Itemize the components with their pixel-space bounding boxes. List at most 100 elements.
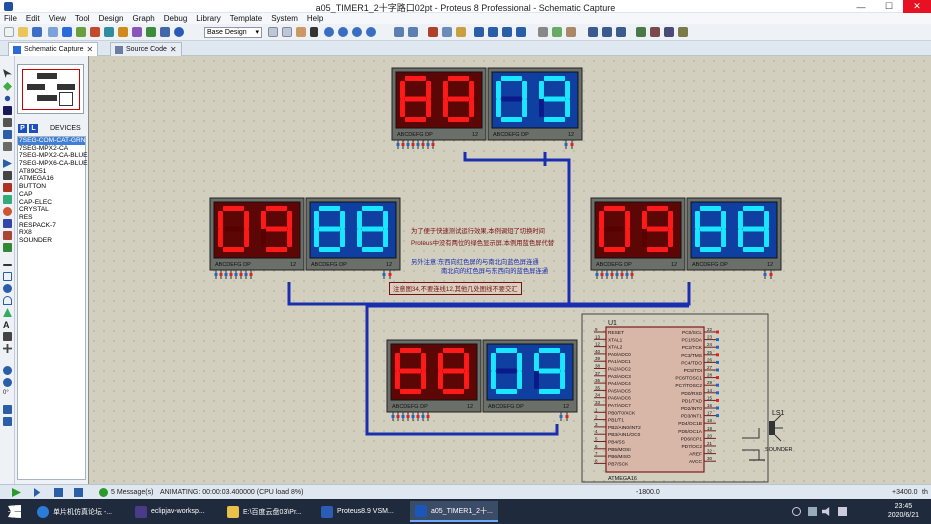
save-icon[interactable] xyxy=(32,27,42,37)
start-icon[interactable] xyxy=(8,505,21,518)
list-item[interactable]: BUTTON xyxy=(19,183,46,191)
virtual-instruments-icon[interactable] xyxy=(3,243,12,252)
network-icon[interactable] xyxy=(808,507,817,516)
list-item[interactable]: CRYSTAL xyxy=(19,206,49,214)
selection-mode-icon[interactable] xyxy=(3,69,12,78)
undo-icon[interactable] xyxy=(394,27,404,37)
taskbar-clock[interactable]: 23:45 2020/6/21 xyxy=(888,502,919,520)
paste-icon[interactable] xyxy=(456,27,466,37)
close-icon[interactable]: ✕ xyxy=(86,45,94,54)
menu-edit[interactable]: Edit xyxy=(25,14,40,23)
device-list[interactable]: 7SEG-COM-CAT-GRN 7SEG-MPX2-CA 7SEG-MPX2-… xyxy=(17,136,88,480)
pcb-icon[interactable] xyxy=(90,27,100,37)
redo-icon[interactable] xyxy=(408,27,418,37)
library-manager-button[interactable]: L xyxy=(29,124,38,133)
property-tool-icon[interactable] xyxy=(616,27,626,37)
2d-arc-icon[interactable] xyxy=(3,296,12,305)
close-project-icon[interactable] xyxy=(48,27,58,37)
tab-schematic-capture[interactable]: Schematic Capture ✕ xyxy=(8,42,99,56)
close-icon[interactable]: ✕ xyxy=(169,45,177,54)
volume-icon[interactable] xyxy=(822,507,830,516)
menu-design[interactable]: Design xyxy=(98,14,124,23)
overview-window[interactable] xyxy=(17,64,84,114)
list-item[interactable]: RESPACK-7 xyxy=(19,221,56,229)
list-item[interactable]: CAP xyxy=(19,190,33,198)
list-item[interactable]: ATMEGA16 xyxy=(19,175,54,183)
netlist-icon[interactable] xyxy=(678,27,688,37)
2d-path-icon[interactable] xyxy=(3,308,12,317)
tray-icon[interactable] xyxy=(792,507,801,516)
step-icon[interactable] xyxy=(34,488,41,497)
taskbar-item[interactable]: Proteus8.9 VSM... xyxy=(316,501,399,522)
pan-icon[interactable] xyxy=(310,27,318,37)
menu-template[interactable]: Template xyxy=(229,14,263,23)
list-item[interactable]: 7SEG-COM-CAT-GRN xyxy=(18,137,86,145)
taskbar-item[interactable]: a05_TIMER1_2十... xyxy=(410,501,498,522)
list-item[interactable]: RES xyxy=(19,213,33,221)
list-item[interactable]: 7SEG-MPX2-CA-BLUE xyxy=(19,152,88,160)
subcircuit-icon[interactable] xyxy=(3,142,12,151)
2d-circle-icon[interactable] xyxy=(3,284,12,293)
zoom-area-icon[interactable] xyxy=(366,27,376,37)
overview-viewport[interactable] xyxy=(22,69,80,110)
rotate-anticlockwise-icon[interactable] xyxy=(3,378,12,387)
gerber-icon[interactable] xyxy=(118,27,128,37)
help-icon[interactable] xyxy=(174,27,184,37)
message-status-icon[interactable] xyxy=(99,488,108,497)
voltage-probe-icon[interactable] xyxy=(3,219,12,228)
menu-tool[interactable]: Tool xyxy=(74,14,90,23)
tape-recorder-icon[interactable] xyxy=(3,195,12,204)
play-icon[interactable] xyxy=(12,488,21,497)
menu-debug[interactable]: Debug xyxy=(163,14,188,23)
remove-sheet-icon[interactable] xyxy=(650,27,660,37)
pause-icon[interactable] xyxy=(54,488,63,497)
device-pins-icon[interactable] xyxy=(3,171,12,180)
component-mode-icon[interactable] xyxy=(3,82,12,91)
new-file-icon[interactable] xyxy=(4,27,14,37)
2d-symbol-icon[interactable] xyxy=(3,332,12,341)
stop-icon[interactable] xyxy=(74,488,83,497)
grid-icon[interactable] xyxy=(282,27,292,37)
mirror-horizontal-icon[interactable] xyxy=(3,405,12,414)
design-explorer-icon[interactable] xyxy=(132,27,142,37)
zoom-out-icon[interactable] xyxy=(338,27,348,37)
cut-icon[interactable] xyxy=(428,27,438,37)
ime-icon[interactable] xyxy=(838,507,847,516)
menu-view[interactable]: View xyxy=(48,14,66,23)
list-item[interactable]: SOUNDER xyxy=(19,236,52,244)
terminals-icon[interactable] xyxy=(3,159,12,168)
block-rotate-icon[interactable] xyxy=(502,27,512,37)
list-item[interactable]: AT89C51 xyxy=(19,167,47,175)
block-move-icon[interactable] xyxy=(488,27,498,37)
schematic-icon[interactable] xyxy=(76,27,86,37)
refresh-icon[interactable] xyxy=(268,27,278,37)
current-probe-icon[interactable] xyxy=(3,231,12,240)
2d-text-icon[interactable]: A xyxy=(3,320,10,330)
origin-icon[interactable] xyxy=(296,27,306,37)
mirror-vertical-icon[interactable] xyxy=(3,417,12,426)
menu-help[interactable]: Help xyxy=(306,14,324,23)
source-code-icon[interactable] xyxy=(160,27,170,37)
menu-library[interactable]: Library xyxy=(196,14,221,23)
menu-system[interactable]: System xyxy=(271,14,298,23)
graph-icon[interactable] xyxy=(3,183,12,192)
wire-label-icon[interactable] xyxy=(3,106,12,115)
new-sheet-icon[interactable] xyxy=(636,27,646,37)
block-delete-icon[interactable] xyxy=(516,27,526,37)
menu-graph[interactable]: Graph xyxy=(132,14,155,23)
open-folder-icon[interactable] xyxy=(18,27,28,37)
generator-icon[interactable] xyxy=(3,207,12,216)
junction-dot-icon[interactable] xyxy=(4,95,11,102)
minimize-button[interactable]: — xyxy=(856,1,866,12)
pick-device-icon[interactable] xyxy=(538,27,548,37)
list-item[interactable]: 7SEG-MPX6-CA-BLUE xyxy=(19,160,88,168)
2d-line-icon[interactable] xyxy=(3,264,12,266)
buses-icon[interactable] xyxy=(3,130,12,139)
pick-device-button[interactable]: P xyxy=(18,124,27,133)
design-select[interactable]: Base Design▾ xyxy=(204,27,262,38)
message-count[interactable]: 5 Message(s) xyxy=(111,489,154,496)
search-icon[interactable] xyxy=(602,27,612,37)
maximize-button[interactable]: ☐ xyxy=(884,1,894,11)
package-tool-icon[interactable] xyxy=(566,27,576,37)
